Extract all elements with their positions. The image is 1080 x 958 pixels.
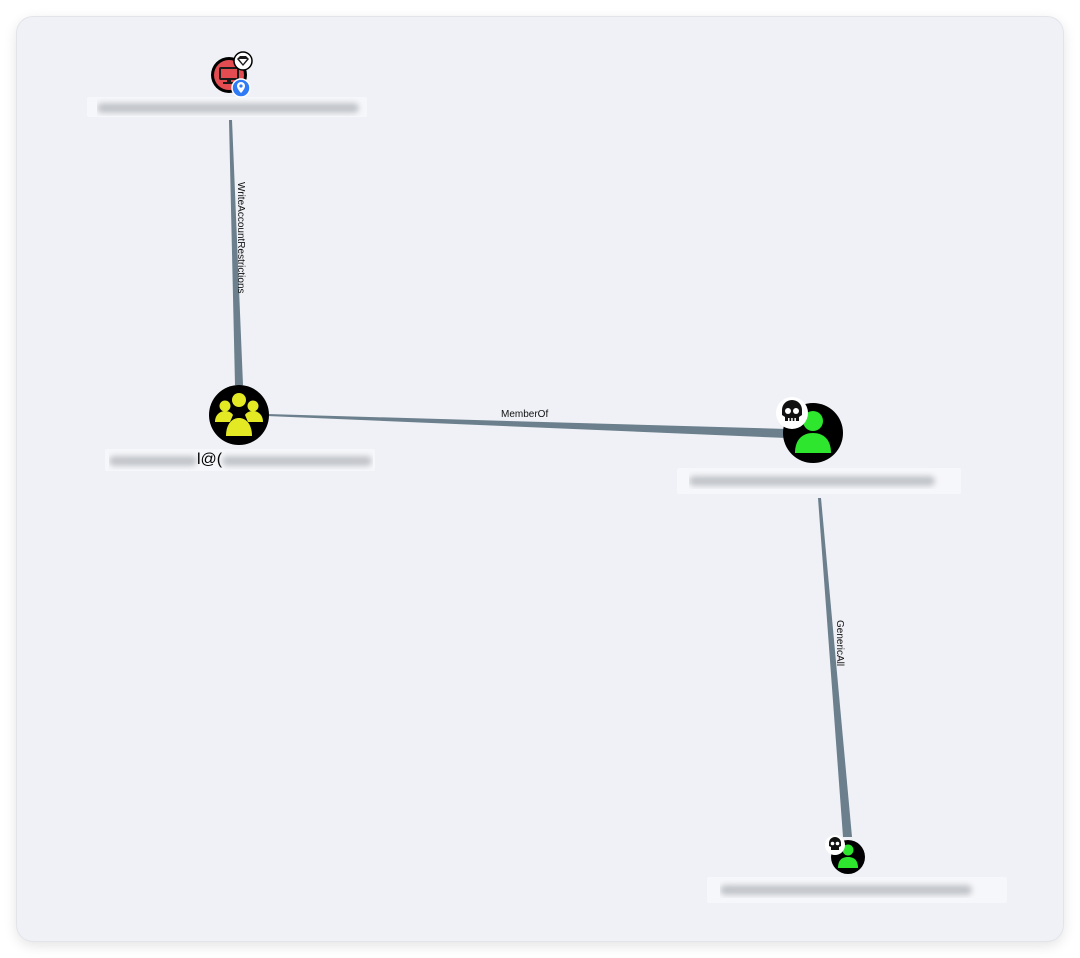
skull-badge-icon xyxy=(776,397,808,429)
edge-label-write-account-restrictions: WriteAccountRestrictions xyxy=(235,182,246,294)
edge-generic-all[interactable]: GenericAll xyxy=(818,498,852,837)
redacted-text xyxy=(109,456,197,467)
location-badge-icon xyxy=(231,78,251,98)
user-icon xyxy=(795,411,831,453)
node-label-group: l@( xyxy=(109,450,373,470)
redacted-text xyxy=(720,885,972,896)
node-computer[interactable] xyxy=(211,51,253,98)
node-user-small[interactable] xyxy=(825,835,865,874)
redacted-text xyxy=(97,103,359,114)
edge-member-of[interactable]: MemberOf xyxy=(267,409,787,438)
graph-canvas[interactable]: WriteAccountRestrictions MemberOf Generi… xyxy=(17,17,1063,941)
skull-badge-icon xyxy=(825,835,845,855)
edge-label-generic-all: GenericAll xyxy=(834,620,845,666)
edge-label-member-of: MemberOf xyxy=(501,409,548,420)
gem-badge-icon xyxy=(233,51,253,71)
node-label-user-high-value xyxy=(689,471,951,489)
node-label-user-small xyxy=(720,880,1002,898)
edge-write-account-restrictions[interactable]: WriteAccountRestrictions xyxy=(229,120,246,385)
node-label-computer xyxy=(97,98,367,116)
group-icon xyxy=(215,393,263,436)
redacted-text xyxy=(689,476,935,487)
computer-icon xyxy=(219,67,239,84)
node-user-high-value[interactable] xyxy=(776,397,843,463)
redacted-text xyxy=(222,456,373,467)
group-label-visible-text: l@( xyxy=(197,451,223,469)
graph-svg[interactable]: WriteAccountRestrictions MemberOf Generi… xyxy=(17,17,1063,941)
user-icon xyxy=(838,844,858,868)
node-group[interactable] xyxy=(209,385,269,445)
